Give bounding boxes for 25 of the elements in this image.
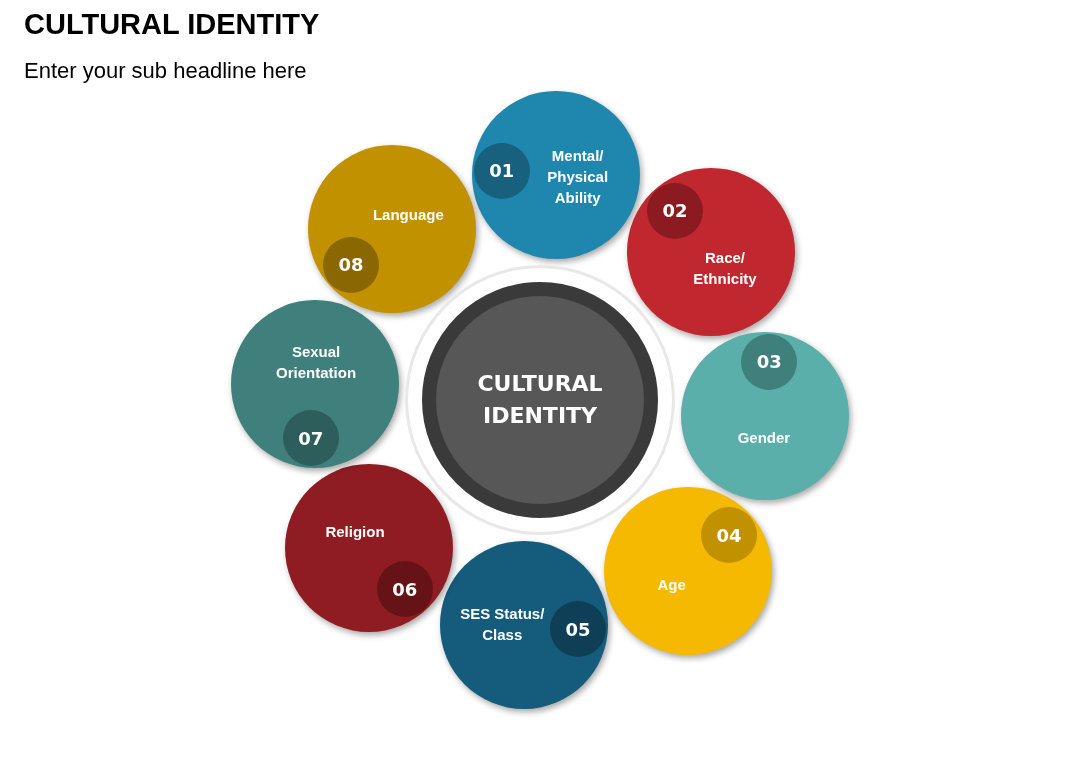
category-label: SES Status/ Class [459,603,546,645]
category-label: Age [656,575,687,596]
petal-shape [626,167,795,336]
step-number: 08 [338,254,364,276]
category-label: Mental/ Physical Ability [546,145,610,208]
category-label: Sexual Orientation [275,342,358,384]
category-label: Gender [736,428,792,449]
step-number: 05 [565,618,591,640]
number-circle [741,333,798,390]
step-number: 06 [392,578,418,600]
step-number: 03 [756,351,782,373]
subtitle: Enter your sub headline here [24,58,307,84]
category-label: Religion [324,522,386,543]
step-number: 01 [489,160,515,182]
number-circle [550,601,607,658]
category-label: Race/ Ethnicity [692,248,758,290]
category-label: Language [371,205,445,226]
center-label: CULTURAL IDENTITY [476,370,604,430]
title: CULTURAL IDENTITY [24,8,320,41]
step-number: 07 [298,427,324,449]
step-number: 02 [662,200,688,222]
petal-shape [285,464,454,633]
step-number: 04 [716,524,742,546]
number-circle [473,142,530,199]
number-circle [282,410,339,467]
